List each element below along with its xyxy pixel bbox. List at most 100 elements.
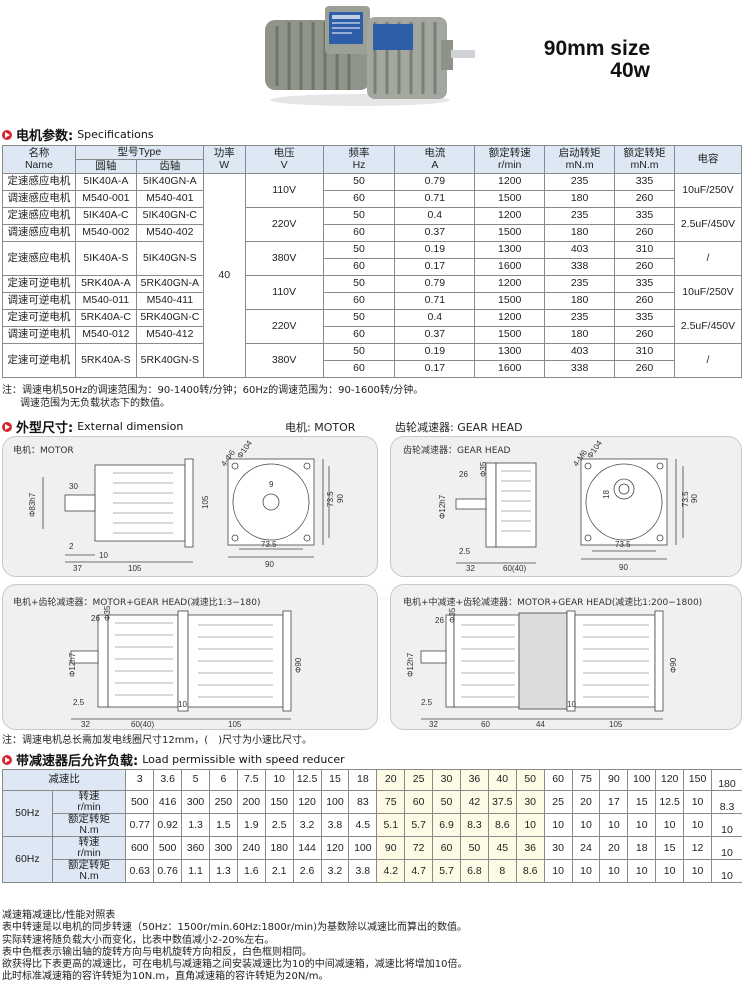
torque-value: 10 [571, 813, 601, 838]
ratio-value: 15 [320, 769, 350, 791]
motor-gearhead-panel: 电机+齿轮减速器：MOTOR+GEAR HEAD(减速比1:3−180) 26 … [2, 584, 378, 730]
speed-value: 18 [627, 836, 657, 861]
dim-90-g: 90 [619, 563, 628, 572]
dims-heading: 外型尺寸: External dimension [2, 417, 183, 436]
speed-value: 250 [208, 789, 238, 815]
dim-26-mmg: 26 [435, 616, 444, 625]
speed-value: 12 [683, 836, 712, 861]
speed-value-last: 10 [710, 836, 742, 861]
spec-note: 注：调速电机50Hz的调速范围为：90-1400转/分钟；60Hz的调速范围为：… [2, 385, 424, 409]
speed-value: 120 [292, 789, 322, 815]
dim-phi104: Φ104 [235, 438, 254, 460]
dim-30: 30 [69, 482, 78, 491]
load-heading: 带减速器后允许负载: Load permissible with speed r… [2, 750, 345, 769]
spec-heading-en: Specifications [77, 128, 154, 141]
spec-heading: 电机参数: Specifications [2, 125, 154, 144]
speed-value: 500 [125, 789, 155, 815]
ratio-value: 7.5 [236, 769, 266, 791]
torque-value: 8.3 [459, 813, 489, 838]
speed-value: 200 [236, 789, 266, 815]
dim-10-mg: 10 [178, 700, 187, 709]
dim-32: 32 [466, 564, 475, 573]
dim-phi104-g: Φ104 [585, 438, 604, 460]
speed-value: 12.5 [655, 789, 685, 815]
speed-value: 50 [432, 789, 461, 815]
speed-value: 15 [655, 836, 685, 861]
torque-value: 8.6 [515, 859, 545, 884]
dim-2-5: 2.5 [459, 547, 471, 556]
ratio-value: 10 [264, 769, 294, 791]
dim-32-mmg: 32 [429, 720, 438, 729]
motor-middle-gearhead-panel: 电机+中减速+齿轮减速器：MOTOR+GEAR HEAD(减速比1:200−18… [390, 584, 742, 730]
dim-9: 9 [269, 480, 274, 489]
speed-value-last: 8.3 [710, 789, 742, 815]
speed-value: 42 [459, 789, 489, 815]
dim-60-40: 60(40) [503, 564, 526, 573]
torque-value: 4.2 [376, 859, 406, 884]
torque-value: 6.9 [432, 813, 461, 838]
ratio-value: 75 [571, 769, 601, 791]
dim-phi35-mmg: Φ35 [448, 607, 457, 623]
gearhead-caption: 齿轮减速器: GEAR HEAD [395, 421, 523, 434]
dim-phi12-mg: Φ12h7 [68, 652, 77, 677]
dim-60-mg: 60(40) [131, 720, 154, 729]
size-title: 90mm size 40w [520, 38, 650, 82]
ratio-value: 90 [599, 769, 629, 791]
torque-value: 10 [599, 859, 629, 884]
ratio-value: 3 [125, 769, 155, 791]
speed-value: 240 [236, 836, 266, 861]
torque-value: 10 [599, 813, 629, 838]
dim-60-mmg: 60 [481, 720, 490, 729]
size-label: 90mm size [543, 37, 650, 60]
speed-value: 60 [432, 836, 461, 861]
speed-value: 300 [181, 789, 210, 815]
speed-value: 20 [599, 836, 629, 861]
speed-value: 36 [515, 836, 545, 861]
dim-105-mmg: 105 [609, 720, 623, 729]
speed-value: 500 [153, 836, 183, 861]
speed-value: 90 [376, 836, 406, 861]
speed-value: 10 [683, 789, 712, 815]
bullet-arrow-icon [2, 129, 12, 140]
speed-value: 360 [181, 836, 210, 861]
torque-value: 10 [627, 813, 657, 838]
speed-value: 150 [264, 789, 294, 815]
dim-105-mg: 105 [228, 720, 242, 729]
motor-dimension-panel: 电机：MOTOR Φ104 4-Φ6 9 73.5 90 73.5 [2, 436, 378, 577]
dim-90-b: 90 [336, 494, 345, 503]
speed-value: 30 [543, 836, 573, 861]
dim-2-5-mmg: 2.5 [421, 698, 433, 707]
dim-phi12: Φ12h7 [438, 494, 447, 519]
motor-gearhead-drawing: 26 Φ35 Φ12h7 Φ90 2.5 10 32 60(40) 105 [68, 605, 303, 729]
torque-value: 5.7 [432, 859, 461, 884]
torque-value: 10 [515, 813, 545, 838]
ratio-value: 12.5 [292, 769, 322, 791]
frequency-label: 50Hz [2, 789, 53, 838]
spec-heading-cn: 电机参数: [16, 129, 74, 144]
ratio-value: 18 [348, 769, 378, 791]
power-value: 40 [202, 173, 246, 378]
torque-value: 3.2 [292, 813, 322, 838]
speed-value: 75 [376, 789, 406, 815]
torque-value: 1.6 [236, 859, 266, 884]
torque-value: 1.3 [181, 813, 210, 838]
speed-value: 60 [404, 789, 434, 815]
torque-value: 0.63 [125, 859, 155, 884]
ratio-value: 120 [655, 769, 685, 791]
dim-90-gv: 90 [690, 494, 699, 503]
dims-note: 注：调速电机总长需加发电线圈尺寸12mm，( )尺寸为小速比尺寸。 [2, 735, 313, 746]
torque-value: 3.8 [348, 859, 378, 884]
